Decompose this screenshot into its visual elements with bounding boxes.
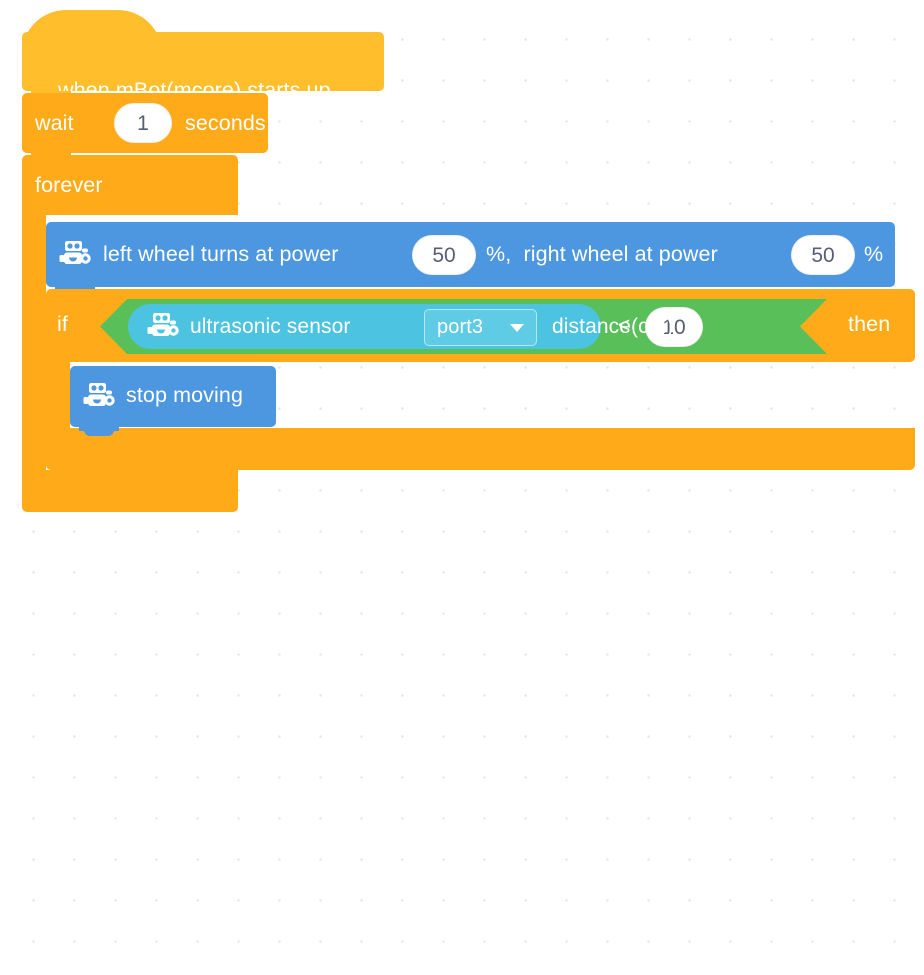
- sensor-unit-label: distance(cm): [552, 315, 674, 338]
- if-block-spine: [46, 360, 70, 432]
- if-block-footer[interactable]: [46, 428, 915, 470]
- forever-block-header[interactable]: forever: [22, 155, 238, 215]
- hat-block-when-mbot-starts-up[interactable]: when mBot(mcore) starts up: [22, 32, 384, 101]
- motor-right-power-input[interactable]: 50: [791, 235, 855, 275]
- wait-seconds-input[interactable]: 1: [114, 103, 172, 143]
- motor-power-block[interactable]: left wheel turns at power 50 %, right wh…: [46, 222, 895, 296]
- ultrasonic-sensor-label: ultrasonic sensor: [190, 315, 351, 338]
- motor-label-right: %: [864, 242, 884, 266]
- stop-moving-label: stop moving: [126, 383, 244, 407]
- motor-label-left: left wheel turns at power: [103, 242, 339, 266]
- ultrasonic-sensor-reporter-block[interactable]: ultrasonic sensor port3 distance(cm): [128, 304, 673, 349]
- sensor-port-dropdown[interactable]: port3: [424, 309, 537, 346]
- forever-block-footer[interactable]: [22, 470, 240, 972]
- compare-value-input[interactable]: 10: [645, 307, 703, 347]
- stop-moving-block[interactable]: stop moving: [70, 366, 276, 436]
- forever-block-spine: [22, 213, 46, 475]
- wait-label-suffix: seconds: [185, 111, 266, 135]
- wait-label-prefix: wait: [35, 111, 74, 135]
- mbot-robot-icon: [83, 383, 115, 406]
- if-label: if: [57, 312, 68, 336]
- stop-block-notch: [79, 427, 119, 436]
- mbot-robot-icon: [59, 241, 91, 264]
- sensor-port-value: port3: [437, 316, 484, 338]
- wait-seconds-block[interactable]: wait 1 seconds: [22, 93, 268, 162]
- mbot-robot-icon: [147, 313, 179, 336]
- loop-arrow-icon: [222, 955, 240, 972]
- motor-left-power-input[interactable]: 50: [412, 235, 476, 275]
- motor-label-middle: %, right wheel at power: [486, 242, 718, 266]
- chevron-down-icon: [510, 324, 524, 332]
- then-label: then: [848, 312, 891, 336]
- forever-label: forever: [35, 173, 103, 197]
- less-than-symbol: <: [618, 314, 631, 337]
